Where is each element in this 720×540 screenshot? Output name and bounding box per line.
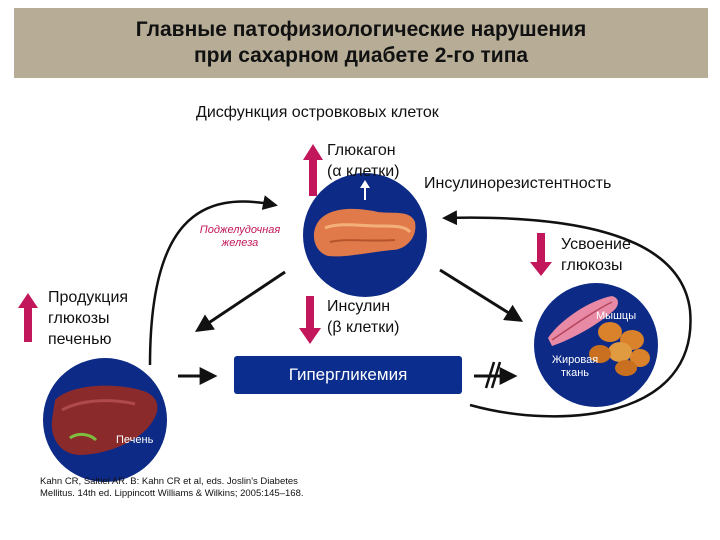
citation: Kahn CR, Saltiel AR. В: Kahn CR et al, e… — [40, 476, 330, 500]
islet-dysfunction-label: Дисфункция островковых клеток — [196, 104, 439, 121]
hepatic-output-line-2: глюкозы — [48, 310, 110, 327]
glucagon-line-1: Глюкагон — [327, 142, 396, 159]
title-line-1: Главные патофизиологические нарушения — [135, 18, 587, 41]
glucagon-label: Глюкагон (α клетки) — [327, 140, 400, 182]
adipose-line-1: Жировая — [551, 354, 599, 366]
adipose-label: Жировая ткань — [540, 354, 610, 380]
glucose-uptake-line-2: глюкозы — [561, 257, 623, 274]
pancreas-line-1: Поджелудочная — [199, 224, 281, 236]
blocked-slash-icon — [484, 361, 502, 389]
pancreas-line-2: железа — [221, 237, 259, 249]
insulin-down-arrow-icon — [299, 296, 321, 344]
muscle-label: Мышцы — [596, 310, 637, 322]
citation-line-2: Mellitus. 14th ed. Lippincott Williams &… — [40, 488, 304, 499]
pancreas-label: Поджелудочная железа — [190, 224, 290, 250]
title-line-2: при сахарном диабете 2-го типа — [193, 44, 529, 67]
hyperglycemia-box: Гипергликемия — [234, 356, 462, 394]
hepatic-output-label: Продукция глюкозы печенью — [48, 287, 128, 350]
adipose-line-2: ткань — [560, 367, 589, 379]
muscle-loop-arrow — [442, 210, 692, 418]
pancreas-to-muscle-arrow — [439, 268, 524, 322]
pancreas-illustration — [303, 173, 427, 297]
glucose-uptake-line-1: Усвоение — [561, 236, 631, 253]
insulin-resistance-label: Инсулинорезистентность — [424, 175, 612, 192]
insulin-label: Инсулин (β клетки) — [327, 296, 399, 338]
pancreas-to-liver-arrow — [195, 270, 286, 332]
hepatic-output-up-arrow-icon — [18, 293, 38, 342]
title-banner: Главные патофизиологические нарушения пр… — [14, 8, 708, 78]
liver-illustration — [43, 358, 167, 482]
hepatic-output-line-1: Продукция — [48, 289, 129, 306]
glucose-uptake-down-arrow-icon — [530, 233, 552, 276]
glucose-uptake-label: Усвоение глюкозы — [561, 234, 631, 276]
insulin-line-1: Инсулин — [327, 298, 391, 315]
liver-to-pancreas-loop — [148, 195, 278, 366]
insulin-line-2: (β клетки) — [327, 319, 400, 336]
glucagon-up-arrow-icon — [303, 144, 323, 196]
muscle-adipose-illustration — [534, 283, 658, 407]
liver-label: Печень — [116, 434, 154, 446]
citation-line-1: Kahn CR, Saltiel AR. В: Kahn CR et al, e… — [40, 476, 298, 487]
hepatic-output-line-3: печенью — [48, 331, 112, 348]
glucagon-line-2: (α клетки) — [327, 163, 400, 180]
